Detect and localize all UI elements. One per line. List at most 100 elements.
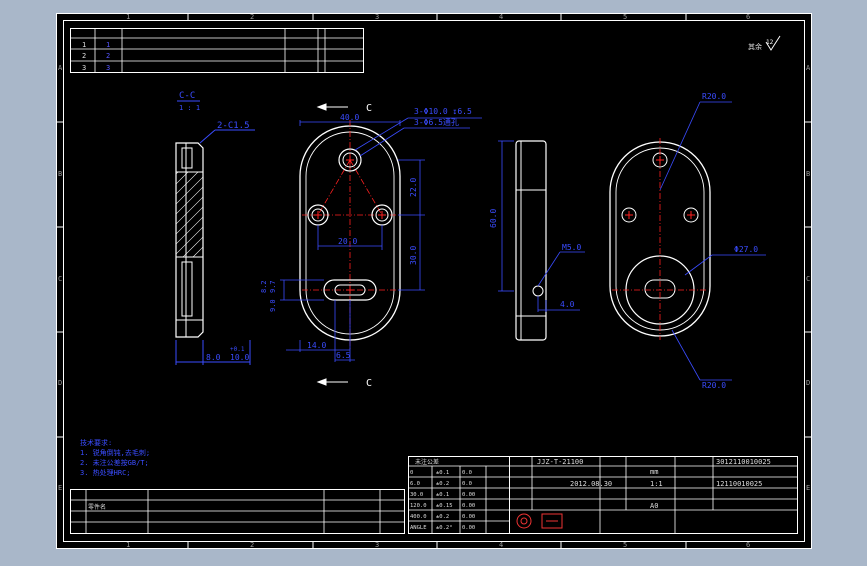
svg-text:+0.1: +0.1	[230, 346, 245, 353]
outer-frame	[56, 13, 812, 549]
dim-4: 4.0	[560, 300, 575, 309]
svg-text:其余: 其余	[748, 42, 762, 51]
section-label: C-C	[179, 91, 195, 101]
zone-ticks	[56, 13, 812, 549]
sheet-size: A0	[650, 502, 658, 510]
tolerance-table: 未注公差 0 ±0.1 0.0 6.0 ±0.2 0.0 30.0 ±0.1 0…	[408, 456, 510, 534]
col-3: 3	[375, 13, 379, 21]
code-2: 12110010025	[716, 480, 762, 488]
title-block: JJZ-T-21100 2012.08.30 3012110010025 121…	[509, 456, 798, 534]
dim-holes3b: 3-Φ6.5通孔	[414, 117, 459, 127]
drawing-no: JJZ-T-21100	[537, 458, 583, 466]
tol-a-6: ±0.2°	[436, 525, 453, 531]
back-view: R20.0 Φ27.0 R20.0	[609, 92, 766, 390]
row-a-right: A	[806, 64, 811, 72]
col-2: 2	[250, 13, 254, 21]
section-view-cc: C-C 1 : 1 2-C1.5	[175, 91, 255, 365]
col-2-bottom: 2	[250, 541, 254, 549]
svg-text:未注公差: 未注公差	[415, 458, 439, 466]
rev-row-1-no: 1	[82, 41, 86, 49]
svg-text:3. 热处理HRC;: 3. 热处理HRC;	[80, 468, 131, 477]
dim-holes3: 3-Φ10.0 ↧6.5	[414, 107, 472, 116]
dim-phi27: Φ27.0	[734, 245, 758, 254]
rev-row-3-val: 3	[106, 64, 110, 72]
dim-14: 14.0	[307, 341, 326, 350]
unit: mm	[650, 468, 658, 476]
tol-a-2: ±0.2	[436, 481, 449, 487]
tol-range-1: 0	[410, 470, 413, 476]
inner-frame	[63, 20, 805, 542]
tol-range-2: 6.0	[410, 481, 420, 487]
row-e: E	[58, 484, 62, 492]
col-1-bottom: 1	[126, 541, 130, 549]
col-4: 4	[499, 13, 503, 21]
tol-b-3: 0.00	[462, 492, 475, 498]
svg-text:1. 锐角倒钝,去毛刺;: 1. 锐角倒钝,去毛刺;	[80, 448, 150, 457]
dim-9-7: 9.7	[269, 280, 277, 293]
roughness-symbol: 其余 12	[748, 35, 781, 51]
front-view: C C 40.0 3-Φ10.0 ↧6.5 3-Φ6.5通孔 22.0 30.0…	[260, 103, 482, 389]
tol-a-3: ±0.1	[436, 492, 449, 498]
tol-b-5: 0.00	[462, 514, 475, 520]
rev-row-3-no: 3	[82, 64, 86, 72]
col-5: 5	[623, 13, 627, 21]
tol-b-1: 0.0	[462, 470, 472, 476]
technical-notes: 技术要求: 1. 锐角倒钝,去毛刺; 2. 未注公差按GB/T; 3. 热处理H…	[80, 438, 150, 477]
tol-range-6: ANGLE	[410, 525, 427, 531]
row-a: A	[58, 64, 63, 72]
row-e-right: E	[806, 484, 810, 492]
row-b: B	[58, 170, 62, 178]
col-5-bottom: 5	[623, 541, 627, 549]
dim-6-5: 6.5	[336, 351, 351, 360]
section-scale: 1 : 1	[179, 104, 200, 112]
tol-a-1: ±0.1	[436, 470, 449, 476]
dim-22: 22.0	[409, 178, 418, 197]
zone-labels: 1 2 3 4 5 6 1 2 3 4 5 6 A B C D E A B C …	[58, 13, 811, 549]
tol-a-4: ±0.15	[436, 503, 453, 509]
dim-8-2: 8.2	[260, 280, 268, 293]
chamfer-label: 2-C1.5	[217, 121, 250, 131]
svg-text:零件名: 零件名	[88, 503, 106, 511]
code-1: 3012110010025	[716, 458, 771, 466]
row-c-right: C	[806, 275, 810, 283]
dim-r20-bottom: R20.0	[702, 381, 726, 390]
col-6-bottom: 6	[746, 541, 750, 549]
rev-row-2-val: 2	[106, 52, 110, 60]
drawing-sheet	[56, 13, 812, 549]
row-b-right: B	[806, 170, 810, 178]
tol-range-3: 30.0	[410, 492, 423, 498]
parts-list: 零件名	[70, 489, 405, 534]
scale: 1:1	[650, 480, 663, 488]
dim-9-0: 9.0	[269, 299, 277, 312]
tol-b-6: 0.00	[462, 525, 475, 531]
svg-text:12: 12	[766, 39, 774, 46]
tol-b-2: 0.0	[462, 481, 472, 487]
col-4-bottom: 4	[499, 541, 503, 549]
row-c: C	[58, 275, 62, 283]
row-d: D	[58, 379, 62, 387]
section-arrow-bottom: C	[366, 378, 372, 389]
drawing-date: 2012.08.30	[570, 480, 612, 488]
dim-30: 30.0	[409, 246, 418, 265]
dim-m5: M5.0	[562, 243, 581, 252]
col-1: 1	[126, 13, 130, 21]
rev-row-1-val: 1	[106, 41, 110, 49]
tol-b-4: 0.00	[462, 503, 475, 509]
svg-text:2. 未注公差按GB/T;: 2. 未注公差按GB/T;	[80, 458, 149, 467]
row-d-right: D	[806, 379, 810, 387]
section-arrow-top: C	[366, 103, 372, 114]
tol-range-5: 400.0	[410, 514, 427, 520]
dim-60: 60.0	[489, 209, 498, 228]
tol-a-5: ±0.2	[436, 514, 449, 520]
rev-row-2-no: 2	[82, 52, 86, 60]
col-6: 6	[746, 13, 750, 21]
side-view: 60.0 M5.0 4.0	[489, 140, 585, 341]
svg-text:技术要求:: 技术要求:	[80, 438, 112, 447]
dim-width: 40.0	[340, 113, 359, 122]
dim-20: 20.0	[338, 237, 357, 246]
col-3-bottom: 3	[375, 541, 379, 549]
projection-icon	[516, 513, 563, 529]
dim-10: 10.0	[230, 353, 249, 362]
